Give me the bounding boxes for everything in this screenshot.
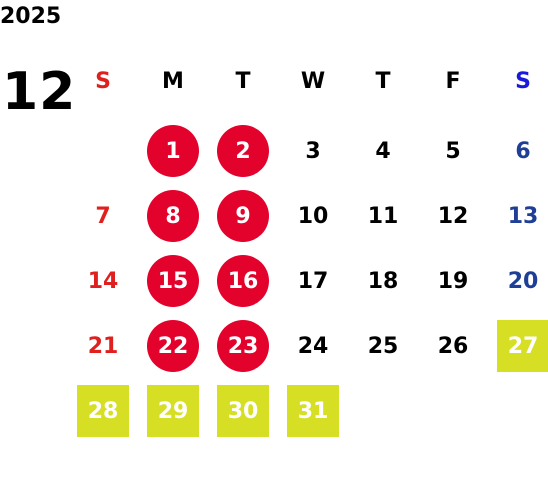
- weekday-header: W: [300, 68, 326, 94]
- weekday-header: S: [95, 68, 111, 94]
- year-label: 2025: [0, 4, 62, 29]
- date-cell-circle-highlight: 16: [217, 255, 269, 307]
- date-cell: 18: [367, 268, 399, 294]
- date-cell: 17: [297, 268, 329, 294]
- date-cell: 14: [87, 268, 119, 294]
- date-cell: 25: [367, 333, 399, 359]
- date-cell-square-highlight: 30: [217, 385, 269, 437]
- date-cell: 7: [95, 203, 111, 229]
- date-cell: 5: [445, 138, 461, 164]
- date-cell: 4: [375, 138, 391, 164]
- weekday-header: F: [445, 68, 461, 94]
- date-cell-square-highlight: 27: [497, 320, 548, 372]
- month-number: 12: [2, 62, 77, 122]
- date-cell: 6: [515, 138, 531, 164]
- date-cell: 26: [437, 333, 469, 359]
- date-cell: 11: [367, 203, 399, 229]
- date-cell: 24: [297, 333, 329, 359]
- date-cell-circle-highlight: 23: [217, 320, 269, 372]
- date-cell-circle-highlight: 15: [147, 255, 199, 307]
- date-cell-square-highlight: 28: [77, 385, 129, 437]
- date-cell-square-highlight: 29: [147, 385, 199, 437]
- date-cell: 3: [305, 138, 321, 164]
- date-cell: 19: [437, 268, 469, 294]
- date-cell: 21: [87, 333, 119, 359]
- date-cell-circle-highlight: 22: [147, 320, 199, 372]
- weekday-header: S: [515, 68, 531, 94]
- date-cell-circle-highlight: 8: [147, 190, 199, 242]
- date-cell: 13: [507, 203, 539, 229]
- date-cell-circle-highlight: 9: [217, 190, 269, 242]
- date-cell-circle-highlight: 2: [217, 125, 269, 177]
- weekday-header: T: [375, 68, 391, 94]
- date-cell: 10: [297, 203, 329, 229]
- date-cell-square-highlight: 31: [287, 385, 339, 437]
- weekday-header: M: [162, 68, 184, 94]
- date-cell: 12: [437, 203, 469, 229]
- weekday-header: T: [235, 68, 251, 94]
- date-cell: 20: [507, 268, 539, 294]
- date-cell-circle-highlight: 1: [147, 125, 199, 177]
